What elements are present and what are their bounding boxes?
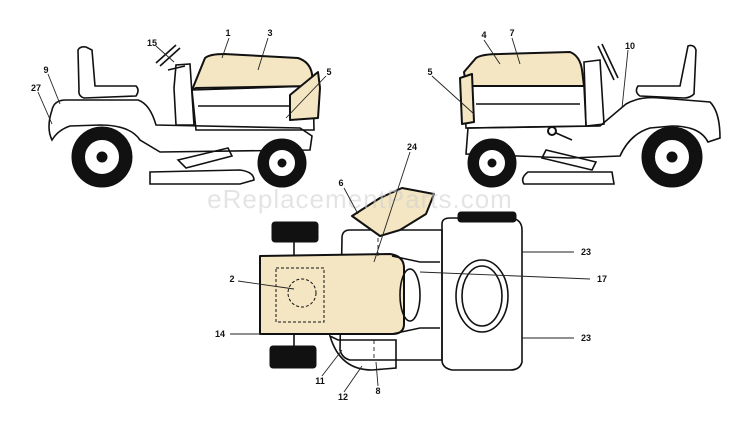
top-mid-body xyxy=(339,229,443,361)
right-mower-deck xyxy=(521,171,615,185)
callout-label: 2 xyxy=(229,274,234,284)
left-seat xyxy=(77,46,139,99)
top-steering xyxy=(399,268,421,322)
callout-label: 6 xyxy=(338,178,343,188)
top-deck-lobe xyxy=(328,334,397,371)
left-dash xyxy=(173,63,195,126)
left-steering-wheel xyxy=(155,44,177,64)
left-side-decal xyxy=(289,71,321,121)
callout-label: 14 xyxy=(215,329,225,339)
right-side-decal xyxy=(459,73,475,125)
callout-label: 7 xyxy=(509,28,514,38)
callout-label: 1 xyxy=(225,28,230,38)
callout-labels: 1 3 15 5 9 27 4 7 10 5 6 24 23 17 23 2 1… xyxy=(31,28,635,402)
right-steering-wheel xyxy=(597,45,615,81)
leader-lines xyxy=(37,37,629,393)
right-side-view xyxy=(459,43,721,188)
top-emblem-outline xyxy=(275,267,325,323)
left-hood-top-decal xyxy=(191,53,314,91)
top-rear-wheel xyxy=(457,211,517,223)
right-frame xyxy=(465,96,721,159)
callout-label: 17 xyxy=(597,274,607,284)
callout-label: 12 xyxy=(338,392,348,402)
top-view xyxy=(259,187,523,371)
callout-label: 11 xyxy=(315,376,325,386)
top-chute-decal xyxy=(351,187,435,237)
watermark: eReplacementParts.com xyxy=(207,184,513,214)
top-rear-fender xyxy=(441,217,523,371)
callout-label: 5 xyxy=(326,67,331,77)
left-hood-side xyxy=(191,85,315,131)
callout-label: 23 xyxy=(581,247,591,257)
callout-label: 23 xyxy=(581,333,591,343)
right-foot-pedal xyxy=(540,149,598,171)
left-frame xyxy=(48,99,313,153)
right-seat xyxy=(635,44,697,99)
callout-label: 9 xyxy=(43,65,48,75)
top-front-wheel-right xyxy=(269,345,317,369)
callout-label: 10 xyxy=(625,41,635,51)
right-dash xyxy=(583,59,605,127)
callout-label: 27 xyxy=(31,83,41,93)
right-hood-side xyxy=(463,85,587,129)
top-seat xyxy=(455,259,509,333)
callout-label: 4 xyxy=(481,30,486,40)
left-mower-deck xyxy=(149,169,255,185)
top-hood-decal xyxy=(259,253,405,335)
callout-label: 3 xyxy=(267,28,272,38)
callout-label: 15 xyxy=(147,38,157,48)
callout-label: 5 xyxy=(427,67,432,77)
right-hood-top-decal xyxy=(463,51,585,87)
callout-label: 24 xyxy=(407,142,417,152)
top-emblem-circle xyxy=(287,278,317,308)
top-front-wheel-left xyxy=(271,221,319,243)
left-foot-pedal xyxy=(176,147,234,169)
left-side-view xyxy=(48,44,321,188)
callout-label: 8 xyxy=(375,386,380,396)
